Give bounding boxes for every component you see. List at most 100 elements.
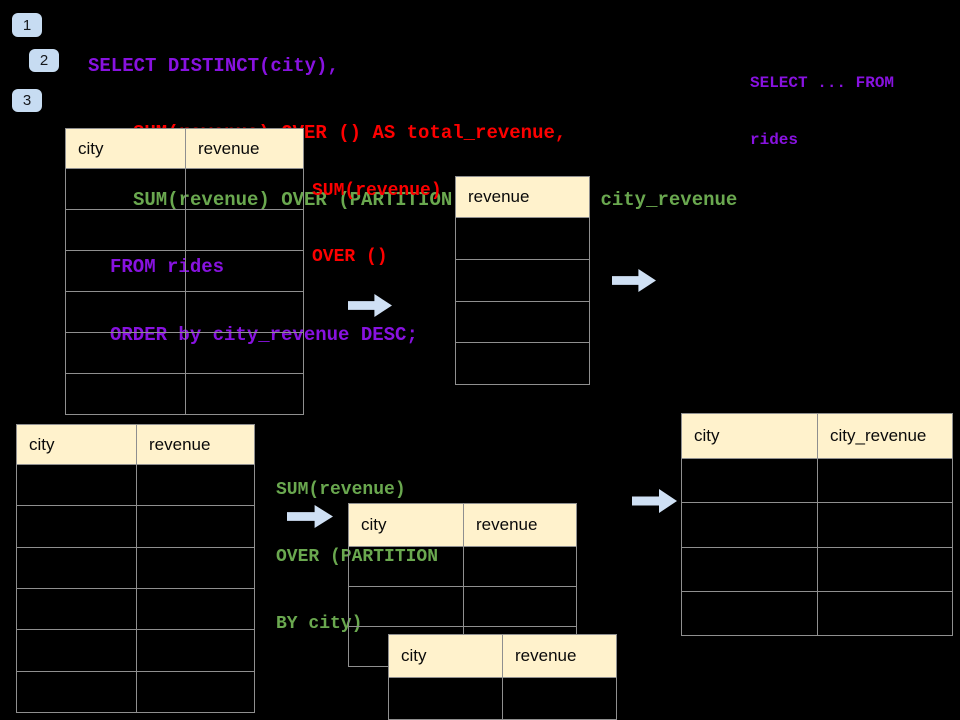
column-header-revenue: revenue xyxy=(476,515,538,534)
table-body xyxy=(682,459,952,635)
sql-code-block: SELECT DISTINCT(city), SUM(revenue) OVER… xyxy=(88,10,737,391)
table-cell xyxy=(682,591,818,635)
sql-line-order-by: ORDER by city_revenue DESC; xyxy=(110,323,418,346)
table-cell xyxy=(66,333,186,373)
table-row xyxy=(456,218,589,259)
table-cell xyxy=(186,292,303,332)
table-body xyxy=(456,218,589,384)
table-header-row: city revenue xyxy=(66,129,303,169)
column-header-city: city xyxy=(389,635,503,677)
table-cell xyxy=(818,592,952,635)
table-cell xyxy=(186,210,303,250)
table-row xyxy=(17,465,254,506)
table-row xyxy=(17,505,254,547)
table-row xyxy=(456,258,589,301)
side-note-line1: SELECT ... FROM xyxy=(750,74,895,92)
table-cell xyxy=(456,218,589,259)
column-header-city: city xyxy=(66,129,186,168)
table-cell xyxy=(682,547,818,591)
table-row xyxy=(66,332,303,373)
column-header-city: city xyxy=(349,504,464,546)
table-cell xyxy=(66,251,186,291)
table-cell xyxy=(186,251,303,291)
table-row xyxy=(349,586,576,626)
table-cell xyxy=(682,459,818,503)
table-header-row: city revenue xyxy=(389,635,616,678)
table-cell xyxy=(186,333,303,373)
annotation-total-line1: SUM(revenue) xyxy=(312,181,442,201)
table-cell xyxy=(17,465,137,506)
table-cell xyxy=(66,374,186,414)
table-row xyxy=(66,169,303,209)
table-row xyxy=(682,590,952,635)
sql-line-from: FROM rides xyxy=(110,256,225,279)
arrow-right-icon xyxy=(632,489,677,513)
table-cell xyxy=(456,343,589,384)
table-cell xyxy=(464,547,576,586)
table-cell xyxy=(186,169,303,209)
table-cell xyxy=(818,548,952,591)
table-cell xyxy=(818,503,952,546)
table-city-revenue-result: city city_revenue xyxy=(681,413,953,636)
table-cell xyxy=(137,465,254,505)
table-cell xyxy=(17,506,137,547)
table-rides-source-top: city revenue xyxy=(65,128,304,415)
table-row xyxy=(456,342,589,384)
column-header-revenue: revenue xyxy=(198,138,260,158)
table-row xyxy=(17,546,254,588)
table-cell xyxy=(349,547,464,586)
table-row xyxy=(17,670,254,712)
table-cell xyxy=(456,302,589,343)
table-cell xyxy=(137,630,254,670)
annotation-partition-line1: SUM(revenue) xyxy=(276,479,406,500)
table-row xyxy=(66,250,303,291)
table-row xyxy=(66,373,303,414)
table-header-row: city city_revenue xyxy=(682,414,952,459)
table-cell xyxy=(66,292,186,332)
table-row xyxy=(66,209,303,250)
table-row xyxy=(349,547,576,586)
column-header-city-revenue: city_revenue xyxy=(830,426,927,445)
table-partition-group-1: city revenue xyxy=(348,503,577,667)
table-row xyxy=(17,629,254,671)
table-cell xyxy=(137,506,254,546)
table-row xyxy=(17,587,254,630)
table-row xyxy=(682,502,952,547)
step-badge-2: 2 xyxy=(29,49,59,72)
table-cell xyxy=(682,503,818,547)
step-badge-3: 3 xyxy=(12,89,42,112)
table-header-row: city revenue xyxy=(17,425,254,465)
table-cell xyxy=(503,678,616,719)
column-header-city: city xyxy=(682,414,818,458)
table-header-row: revenue xyxy=(456,177,589,218)
table-partition-group-2: city revenue xyxy=(388,634,617,720)
table-row xyxy=(682,546,952,591)
column-header-revenue: revenue xyxy=(149,434,211,454)
table-rides-source-bottom: city revenue xyxy=(16,424,255,713)
side-note: SELECT ... FROM rides xyxy=(750,36,894,188)
column-header-city: city xyxy=(17,425,137,464)
table-header-row: city revenue xyxy=(349,504,576,547)
step-badge-1: 1 xyxy=(12,13,42,37)
table-row xyxy=(682,459,952,503)
table-row xyxy=(456,300,589,343)
table-cell xyxy=(137,672,254,712)
table-body xyxy=(17,465,254,712)
table-cell xyxy=(186,374,303,414)
table-body xyxy=(389,678,616,720)
side-note-line2: rides xyxy=(750,131,799,149)
annotation-total-line2: OVER () xyxy=(312,247,388,267)
column-header-revenue: revenue xyxy=(515,646,577,665)
table-row xyxy=(66,291,303,332)
table-cell xyxy=(17,630,137,671)
table-cell xyxy=(66,210,186,250)
table-cell xyxy=(349,587,464,626)
table-cell xyxy=(66,169,186,209)
table-body xyxy=(66,169,303,414)
sql-line-select: SELECT DISTINCT(city), xyxy=(88,54,339,77)
table-cell xyxy=(137,589,254,629)
table-cell xyxy=(137,548,254,588)
table-row xyxy=(389,678,616,719)
annotation-total-revenue: SUM(revenue) OVER () xyxy=(312,136,442,312)
